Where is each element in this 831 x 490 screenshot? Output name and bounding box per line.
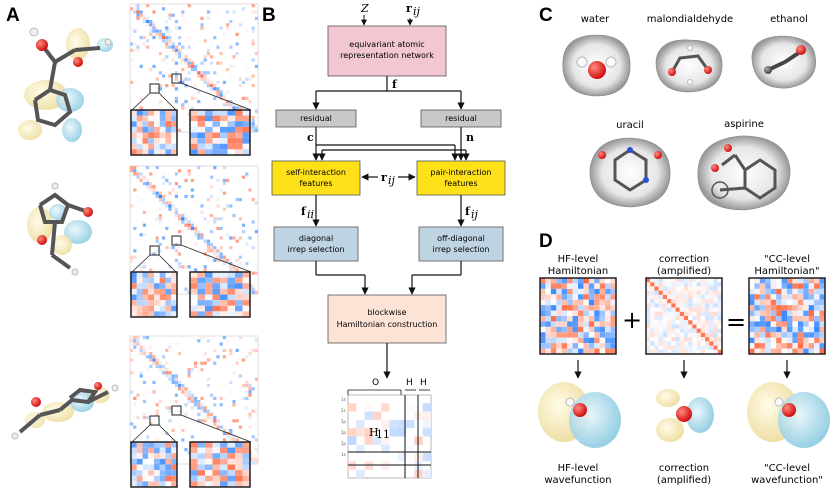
network-label-line2: representation network [340, 51, 434, 60]
output-block-matrix: O H H 1s 2s 2p 2p 2p 1s H 11 [341, 378, 432, 479]
input-rij-sub: ij [413, 5, 421, 18]
matrix-label-h2: H [420, 378, 427, 388]
panel-label-b: B [262, 5, 276, 26]
hamiltonian-matrix-top [129, 3, 259, 156]
cc-hamiltonian-matrix [748, 277, 826, 355]
diagonal-irrep-line1: diagonal [299, 234, 333, 243]
molecule-label-malondialdehyde: malondialdehyde [647, 14, 733, 25]
c-label: c [307, 131, 314, 144]
correction-line1: correction [659, 254, 709, 265]
cc-hamiltonian-line2: Hamiltonian" [754, 266, 819, 277]
offdiagonal-irrep-line1: off-diagonal [437, 234, 485, 243]
correction-matrix [645, 277, 723, 355]
self-interaction-box [271, 160, 361, 196]
h11-label: H [369, 426, 379, 439]
blockwise-line2: Hamiltonian construction [337, 320, 438, 329]
svg-text:2p: 2p [341, 430, 346, 435]
uracil-density-render [589, 137, 671, 208]
input-z: Z [360, 2, 369, 15]
svg-text:1s: 1s [341, 397, 346, 402]
hf-hamiltonian-line2: Hamiltonian [548, 266, 609, 277]
input-rij: r [406, 2, 412, 15]
svg-text:2p: 2p [341, 419, 346, 424]
cc-wavefunction-line1: "CC-level [764, 463, 810, 474]
hf-wavefunction-line2: wavefunction [544, 475, 611, 486]
hf-hamiltonian-matrix [539, 277, 617, 355]
diagonal-irrep-box [273, 226, 359, 262]
blockwise-hamiltonian-box [327, 294, 447, 344]
n-label: n [466, 131, 474, 144]
self-interaction-line1: self-interaction [286, 168, 346, 177]
hamiltonian-matrix-middle [129, 165, 259, 318]
malondialdehyde-density-render [655, 39, 723, 93]
self-interaction-line2: features [299, 179, 332, 188]
hf-hamiltonian-line1: HF-level [558, 254, 599, 265]
panel-label-c: C [539, 5, 553, 26]
representation-network-box [327, 25, 447, 77]
matrix-label-h1: H [406, 378, 413, 388]
pair-interaction-line1: pair-interaction [430, 168, 491, 177]
molecule-render-middle [27, 182, 93, 276]
panel-label-a: A [6, 5, 20, 26]
hf-wavefunction-line1: HF-level [558, 463, 599, 474]
network-label-line1: equivariant atomic [349, 40, 424, 49]
molecule-label-uracil: uracil [616, 120, 644, 131]
cc-hamiltonian-line1: "CC-level [764, 254, 810, 265]
rij-mid: r [381, 171, 387, 184]
residual-left-label: residual [300, 114, 332, 123]
molecule-label-water: water [581, 14, 610, 25]
hamiltonian-matrix-bottom [129, 335, 259, 488]
matrix-label-o: O [372, 378, 379, 388]
fii-sub: ii [307, 208, 314, 221]
svg-text:2s: 2s [341, 408, 346, 413]
svg-text:2p: 2p [341, 441, 346, 446]
correction-line2: (amplified) [657, 266, 711, 277]
ethanol-density-render [751, 35, 816, 89]
fij-label: f [465, 205, 471, 218]
rij-mid-sub: ij [388, 174, 396, 187]
offdiagonal-irrep-box [418, 226, 504, 262]
panel-label-d: D [539, 231, 553, 252]
equals-sign: = [726, 308, 746, 336]
cc-wavefunction-render [747, 382, 830, 448]
correction-wf-line1: correction [659, 463, 709, 474]
pair-interaction-box [416, 160, 506, 196]
svg-text:1s: 1s [341, 452, 346, 457]
cc-wavefunction-line2: wavefunction" [751, 475, 823, 486]
pair-interaction-line2: features [444, 179, 477, 188]
hf-wavefunction-render [538, 382, 621, 448]
molecule-render-bottom [11, 382, 119, 440]
f-label: f [392, 78, 398, 91]
fij-sub: ij [471, 208, 479, 221]
residual-right-label: residual [445, 114, 477, 123]
molecule-render-top [18, 27, 113, 142]
h11-sub: 11 [376, 428, 390, 441]
molecule-label-aspirine: aspirine [724, 119, 764, 130]
offdiagonal-irrep-line2: irrep selection [433, 245, 490, 254]
aspirine-density-render [697, 135, 791, 211]
blockwise-line1: blockwise [367, 308, 406, 317]
water-density-render [562, 34, 631, 97]
molecule-label-ethanol: ethanol [770, 14, 808, 25]
plus-sign: + [622, 306, 642, 334]
diagonal-irrep-line2: irrep selection [288, 245, 345, 254]
fii-label: f [301, 205, 307, 218]
correction-wf-line2: (amplified) [657, 475, 711, 486]
correction-wavefunction-render [656, 389, 714, 442]
